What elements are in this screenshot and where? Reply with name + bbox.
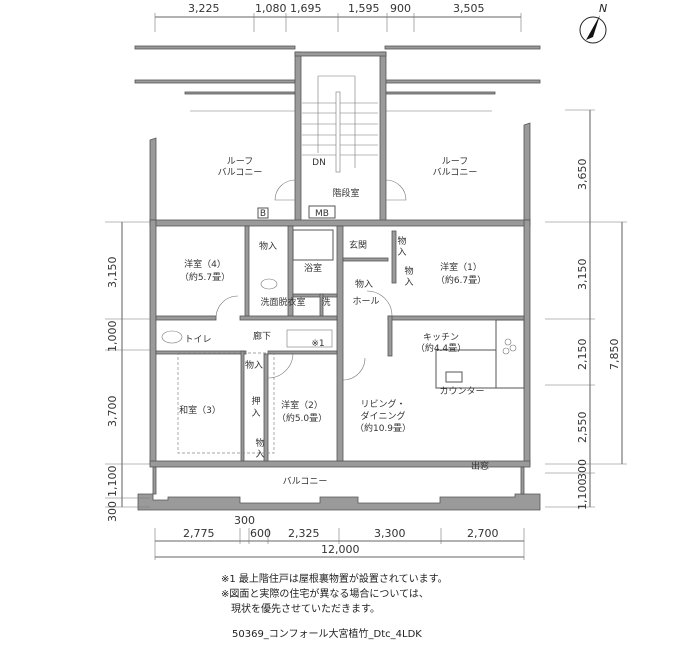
washroom-label: 洗面脱衣室 bbox=[260, 296, 305, 308]
toilet-label: トイレ bbox=[184, 335, 211, 345]
japanese3-label: 和室（3） bbox=[179, 404, 221, 416]
counter-label: カウンター bbox=[439, 386, 484, 397]
roof-balcony-right-label: バルコニー bbox=[433, 167, 478, 178]
b-label: B bbox=[260, 209, 266, 219]
western2-size: （約5.0畳） bbox=[277, 412, 327, 424]
roof-balcony-right-label: ルーフ bbox=[442, 157, 468, 167]
storage-label: 物 bbox=[404, 265, 413, 277]
mb-label: MB bbox=[315, 209, 329, 219]
stairwell: DN 階段室 MB B bbox=[257, 51, 407, 223]
note-line: ※図面と実際の住宅が異なる場合については、 bbox=[221, 587, 429, 600]
western2-label: 洋室（2） bbox=[281, 399, 323, 411]
north-compass-icon: N bbox=[579, 2, 607, 44]
living-label: リビング・ bbox=[360, 398, 405, 410]
dim-right: 300 bbox=[576, 459, 589, 480]
compass-label: N bbox=[599, 2, 607, 15]
dim-top: 1,695 bbox=[290, 2, 322, 15]
room-labels: 洋室（4） （約5.7畳） 物入 浴室 洗面脱衣室 洗 玄関 物 入 物 入 物… bbox=[179, 235, 489, 487]
kitchen-label: キッチン bbox=[423, 332, 459, 343]
dim-right: 1,100 bbox=[576, 479, 589, 511]
closet-label: 入 bbox=[251, 408, 260, 419]
dim-top: 3,225 bbox=[188, 2, 220, 15]
dim-bottom: 2,775 bbox=[183, 527, 215, 540]
dim-bottom: 600 bbox=[250, 527, 271, 540]
plan-filename: 50369_コンフォール大宮植竹_Dtc_4LDK bbox=[232, 627, 422, 640]
corridor-label: 廊下 bbox=[253, 330, 271, 342]
stair-dn-label: DN bbox=[312, 158, 326, 168]
western4-label: 洋室（4） bbox=[184, 258, 226, 270]
dim-right: 2,550 bbox=[576, 412, 589, 444]
left-dimensions: 3,150 1,000 3,700 1,100 300 bbox=[105, 221, 150, 522]
storage-label: 物 bbox=[397, 235, 406, 247]
kitchen-size: （約4.4畳） bbox=[416, 342, 466, 354]
roof-balcony-left-label: ルーフ bbox=[227, 157, 253, 167]
living-size: （約10.9畳） bbox=[355, 422, 411, 434]
dim-top: 1,080 bbox=[255, 2, 287, 15]
stairwell-label: 階段室 bbox=[332, 187, 359, 199]
dim-right: 3,150 bbox=[576, 259, 589, 291]
dim-right: 3,650 bbox=[576, 159, 589, 191]
storage-label: 入 bbox=[255, 449, 264, 460]
balcony bbox=[137, 466, 541, 511]
western1-size: （約6.7畳） bbox=[436, 274, 486, 286]
storage-label: 物入 bbox=[245, 359, 263, 371]
storage-label: 物入 bbox=[355, 278, 373, 290]
western4-size: （約5.7畳） bbox=[180, 271, 230, 283]
western1-label: 洋室（1） bbox=[440, 261, 482, 273]
roof-balcony-walls bbox=[149, 122, 531, 223]
dim-bottom-total: 12,000 bbox=[321, 543, 360, 556]
hall-label: ホール bbox=[352, 296, 379, 307]
dim-right-total: 7,850 bbox=[608, 339, 621, 371]
dim-left: 1,100 bbox=[106, 466, 119, 498]
roof-balcony-left-label: バルコニー bbox=[218, 167, 263, 178]
apartment-walls bbox=[149, 219, 531, 468]
dim-bottom: 2,325 bbox=[288, 527, 320, 540]
dim-left: 3,700 bbox=[106, 396, 119, 428]
bath-label: 浴室 bbox=[304, 262, 322, 274]
washer-label: 洗 bbox=[321, 296, 330, 308]
dim-bottom: 3,300 bbox=[374, 527, 406, 540]
note-line: 現状を優先させていただきます。 bbox=[221, 602, 380, 615]
dim-right: 2,150 bbox=[576, 339, 589, 371]
storage-label: 入 bbox=[404, 277, 413, 288]
dim-bottom: 2,700 bbox=[467, 527, 499, 540]
storage-label: 物入 bbox=[259, 240, 277, 252]
closet-label: 押 bbox=[251, 395, 260, 407]
dim-top: 1,595 bbox=[348, 2, 380, 15]
balcony-label: バルコニー bbox=[283, 476, 328, 487]
top-dimensions: 3,225 1,080 1,695 1,595 900 3,505 bbox=[154, 2, 522, 32]
dim-top: 3,505 bbox=[453, 2, 485, 15]
dim-top: 900 bbox=[390, 2, 411, 15]
note-line: ※1 最上階住戸は屋根裏物置が設置されています。 bbox=[221, 572, 448, 585]
dim-left: 3,150 bbox=[106, 257, 119, 289]
note-mark-label: ※1 bbox=[311, 339, 324, 349]
dim-left: 1,000 bbox=[106, 321, 119, 353]
dim-left: 300 bbox=[106, 501, 119, 522]
bottom-dimensions: 2,775 300 600 2,325 3,300 2,700 12,000 bbox=[154, 514, 525, 560]
dim-bottom: 300 bbox=[234, 514, 255, 527]
entrance-label: 玄関 bbox=[349, 239, 367, 251]
bay-window-label: 出窓 bbox=[471, 460, 489, 472]
storage-label: 物 bbox=[255, 437, 264, 449]
living-label: ダイニング bbox=[360, 410, 405, 422]
right-dimensions: 3,650 3,150 2,150 2,550 300 1,100 7,850 bbox=[545, 109, 627, 511]
storage-label: 入 bbox=[397, 247, 406, 258]
